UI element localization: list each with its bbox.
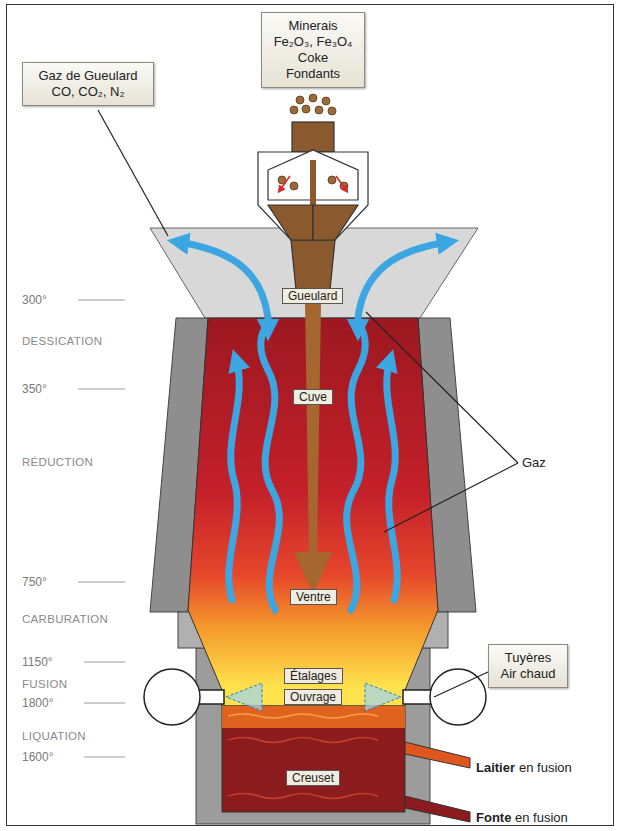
part-label: Ventre [290,589,337,605]
callout-label: Fonte [476,811,511,825]
temperature-label: 750° [22,575,47,589]
callout-box: Minerais Fe₂O₃, Fe₃O₄ Coke Fondants [261,12,365,88]
callout-label: en fusion [515,811,568,825]
part-label: Cuve [293,389,333,405]
temperature-label: 1800° [22,696,54,710]
temperature-label: 1600° [22,750,54,764]
node-text: Étalages [290,669,337,683]
zone-label: RÉDUCTION [22,455,93,469]
part-label: Ouvrage [284,689,342,705]
node-text: Creuset [292,771,334,785]
callout-label: Gaz [522,456,546,470]
node-text: Gaz de Gueulard CO, CO₂, N₂ [30,68,146,100]
zone-label: DESSICATION [22,334,102,348]
zone-label: FUSION [22,677,67,691]
temperature-label: 300° [22,293,47,307]
node-text: Tuyères Air chaud [496,650,560,682]
node-text: Minerais Fe₂O₃, Fe₃O₄ Coke Fondants [269,18,357,82]
part-label: Étalages [284,668,343,684]
zone-label: LIQUATION [22,729,86,743]
callout-label: en fusion [519,761,572,775]
part-label: Gueulard [282,288,343,304]
zone-label: CARBURATION [22,612,108,626]
callout-box: Tuyères Air chaud [488,644,568,688]
callout-box: Gaz de Gueulard CO, CO₂, N₂ [22,62,154,106]
temperature-label: 350° [22,382,47,396]
temperature-label: 1150° [22,655,53,669]
callout-label: Laitier [476,761,515,775]
node-text: Gueulard [288,289,337,303]
node-text: Cuve [299,390,327,404]
node-text: Ventre [296,590,331,604]
node-text: Ouvrage [290,690,336,704]
part-label: Creuset [286,770,340,786]
